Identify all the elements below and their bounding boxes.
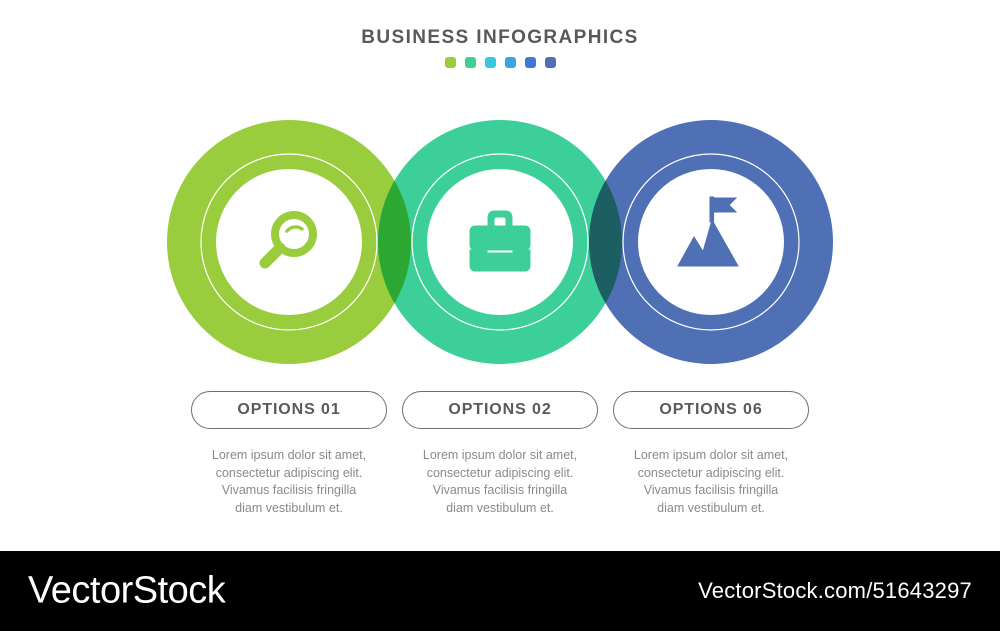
options-row: OPTIONS 01 OPTIONS 02 OPTIONS 06 [0,391,1000,429]
circles-group [0,100,1000,390]
briefcase-icon [469,210,531,272]
mountain-flag-icon [677,196,739,267]
legend-dots [0,57,1000,68]
watermark-bar: VectorStock VectorStock.com/51643297 [0,551,1000,631]
description-text-2: Lorem ipsum dolor sit amet, consectetur … [422,448,578,515]
dot-sky [504,57,516,68]
dot-indigo [544,57,556,68]
dot-turquoise [484,57,496,68]
dot-mint [464,57,476,68]
dot-green [444,57,456,68]
option-label-1: OPTIONS 01 [237,401,341,418]
option-button-3[interactable]: OPTIONS 06 [613,391,809,429]
dot-blue [524,57,536,68]
option-button-1[interactable]: OPTIONS 01 [191,391,387,429]
description-text-3: Lorem ipsum dolor sit amet, consectetur … [633,448,789,515]
option-button-2[interactable]: OPTIONS 02 [402,391,598,429]
descriptions-row: Lorem ipsum dolor sit amet, consectetur … [0,447,1000,527]
inner-ring-3 [622,153,800,331]
option-label-3: OPTIONS 06 [659,401,763,418]
page-title: BUSINESS INFOGRAPHICS [361,27,639,48]
magnifier-icon [259,211,317,269]
inner-ring-1 [200,153,378,331]
inner-ring-2 [411,153,589,331]
icon-plate-1 [216,169,362,315]
option-label-2: OPTIONS 02 [448,401,552,418]
vectorstock-url: VectorStock.com/51643297 [698,578,972,603]
description-text-1: Lorem ipsum dolor sit amet, consectetur … [211,448,367,515]
vectorstock-logo: VectorStock [28,569,226,612]
header: BUSINESS INFOGRAPHICS [0,27,1000,68]
